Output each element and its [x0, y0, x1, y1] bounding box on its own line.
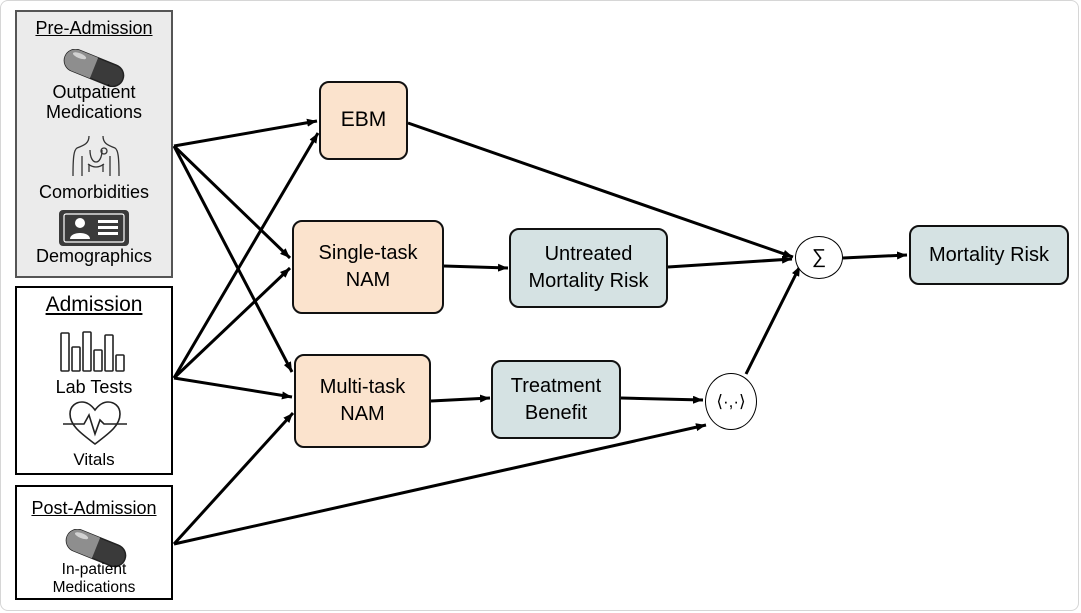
inner-product-symbol: ⟨·,·⟩	[716, 391, 746, 411]
inner-product-operator: ⟨·,·⟩	[705, 373, 757, 430]
arrow-inner-to-sum	[744, 265, 802, 375]
arrow-ebm-to-sum	[407, 121, 794, 259]
mortality-risk-node: Mortality Risk	[909, 225, 1069, 285]
label-lab-tests: Lab Tests	[55, 377, 133, 397]
group-title-pre-admission: Pre-Admission	[35, 18, 153, 38]
arrow-treatment-to-inner	[620, 395, 704, 404]
label-inpatient-medications: In-patient Medications	[52, 561, 136, 596]
post-admission-group: Post-Admission In-patient Medications	[15, 485, 173, 600]
arrow-adm-to-single	[172, 266, 292, 380]
arrow-post-to-inner	[173, 423, 707, 546]
label-demographics: Demographics	[35, 246, 153, 266]
ebm-node: EBM	[319, 81, 408, 160]
label-vitals: Vitals	[73, 450, 115, 469]
pill-icon	[65, 529, 127, 567]
group-title-post-admission: Post-Admission	[31, 498, 157, 518]
group-title-admission: Admission	[45, 293, 143, 316]
heart-pulse-icon	[63, 401, 127, 446]
torso-stethoscope-icon	[72, 135, 120, 177]
arrow-adm-to-ebm	[172, 132, 320, 379]
arrow-single-to-untreated	[443, 263, 509, 272]
id-card-icon	[59, 210, 129, 246]
arrow-multi-to-treatment	[430, 394, 491, 403]
label-outpatient-medications: Outpatient Medications	[45, 82, 143, 123]
pill-icon	[63, 49, 125, 87]
multi-task-nam-node: Multi-task NAM	[294, 354, 431, 448]
untreated-mortality-risk-node: Untreated Mortality Risk	[509, 228, 668, 308]
arrow-untreated-to-sum	[667, 255, 793, 269]
arrow-pre-to-ebm	[173, 118, 318, 148]
lab-bars-icon	[60, 331, 125, 372]
sum-operator: ∑	[795, 236, 843, 279]
arrow-pre-to-single	[172, 144, 292, 260]
label-comorbidities: Comorbidities	[38, 182, 150, 202]
sum-symbol: ∑	[811, 246, 827, 268]
arrow-adm-to-multi	[173, 376, 293, 400]
single-task-nam-node: Single-task NAM	[292, 220, 444, 314]
arrow-post-to-multi	[172, 411, 295, 546]
treatment-benefit-node: Treatment Benefit	[491, 360, 621, 439]
arrow-sum-to-mortality	[842, 251, 908, 260]
arrow-pre-to-multi	[172, 145, 294, 373]
pre-admission-group: Pre-Admission Outpatient Medications Com…	[15, 10, 173, 278]
admission-group: Admission Lab Tests Vitals	[15, 286, 173, 475]
